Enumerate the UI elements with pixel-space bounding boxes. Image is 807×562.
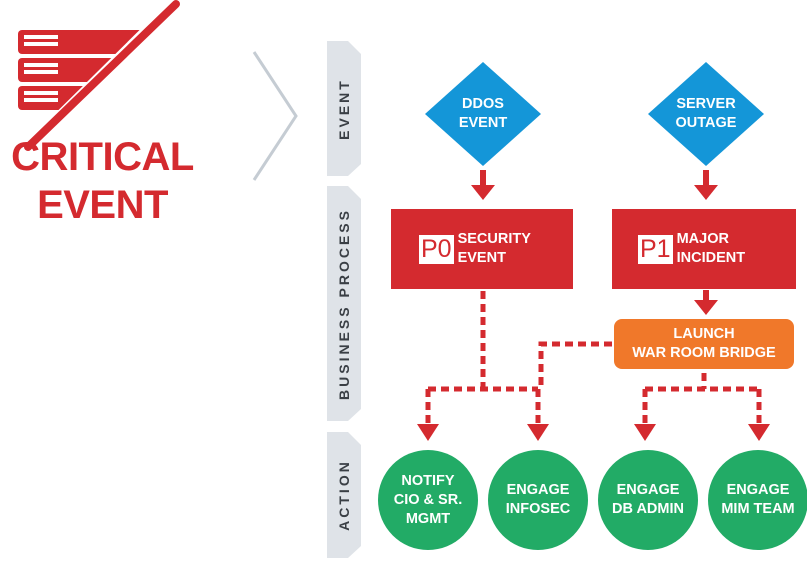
chevron-right-icon <box>252 51 298 181</box>
action-label-mim-team: ENGAGE MIM TEAM <box>721 482 795 517</box>
critical-title-line2: EVENT <box>37 183 168 227</box>
action-label-db-admin: ENGAGE DB ADMIN <box>612 482 684 517</box>
event-diamond-server-outage <box>648 62 764 166</box>
event-label-ddos: DDOS EVENT <box>458 96 508 131</box>
process-code-p1: P1 <box>638 234 673 264</box>
action-circle-db-admin <box>598 450 698 550</box>
action-label-notify: NOTIFY CIO & SR. MGMT <box>393 472 463 527</box>
event-to-process-arrows <box>471 170 718 315</box>
lane-business-process-bg <box>327 186 361 421</box>
process-label-p1: P1 MAJOR INCIDENT <box>638 231 746 266</box>
lane-event-bg <box>327 41 361 176</box>
war-room-label: LAUNCH WAR ROOM BRIDGE <box>632 326 776 361</box>
lane-action-bg <box>327 432 361 558</box>
event-label-server-outage: SERVER OUTAGE <box>675 96 737 131</box>
lane-label-event: EVENT <box>336 77 352 140</box>
critical-event-title: CRITICAL EVENT <box>0 133 205 229</box>
action-circle-mim-team <box>708 450 807 550</box>
dotted-connectors <box>425 291 762 424</box>
war-room-box <box>614 319 794 369</box>
lane-label-business-process: BUSINESS PROCESS <box>336 207 352 400</box>
lane-label-action: ACTION <box>336 459 353 531</box>
dotted-arrowheads <box>417 424 770 441</box>
critical-title-line1: CRITICAL <box>11 135 194 179</box>
process-code-p0: P0 <box>419 234 454 264</box>
server-rack-crossed-icon <box>18 0 180 151</box>
action-circle-notify <box>378 450 478 550</box>
action-label-infosec: ENGAGE INFOSEC <box>505 482 571 517</box>
event-diamond-ddos <box>425 62 541 166</box>
action-circle-infosec <box>488 450 588 550</box>
process-label-p0: P0 SECURITY EVENT <box>419 231 531 266</box>
